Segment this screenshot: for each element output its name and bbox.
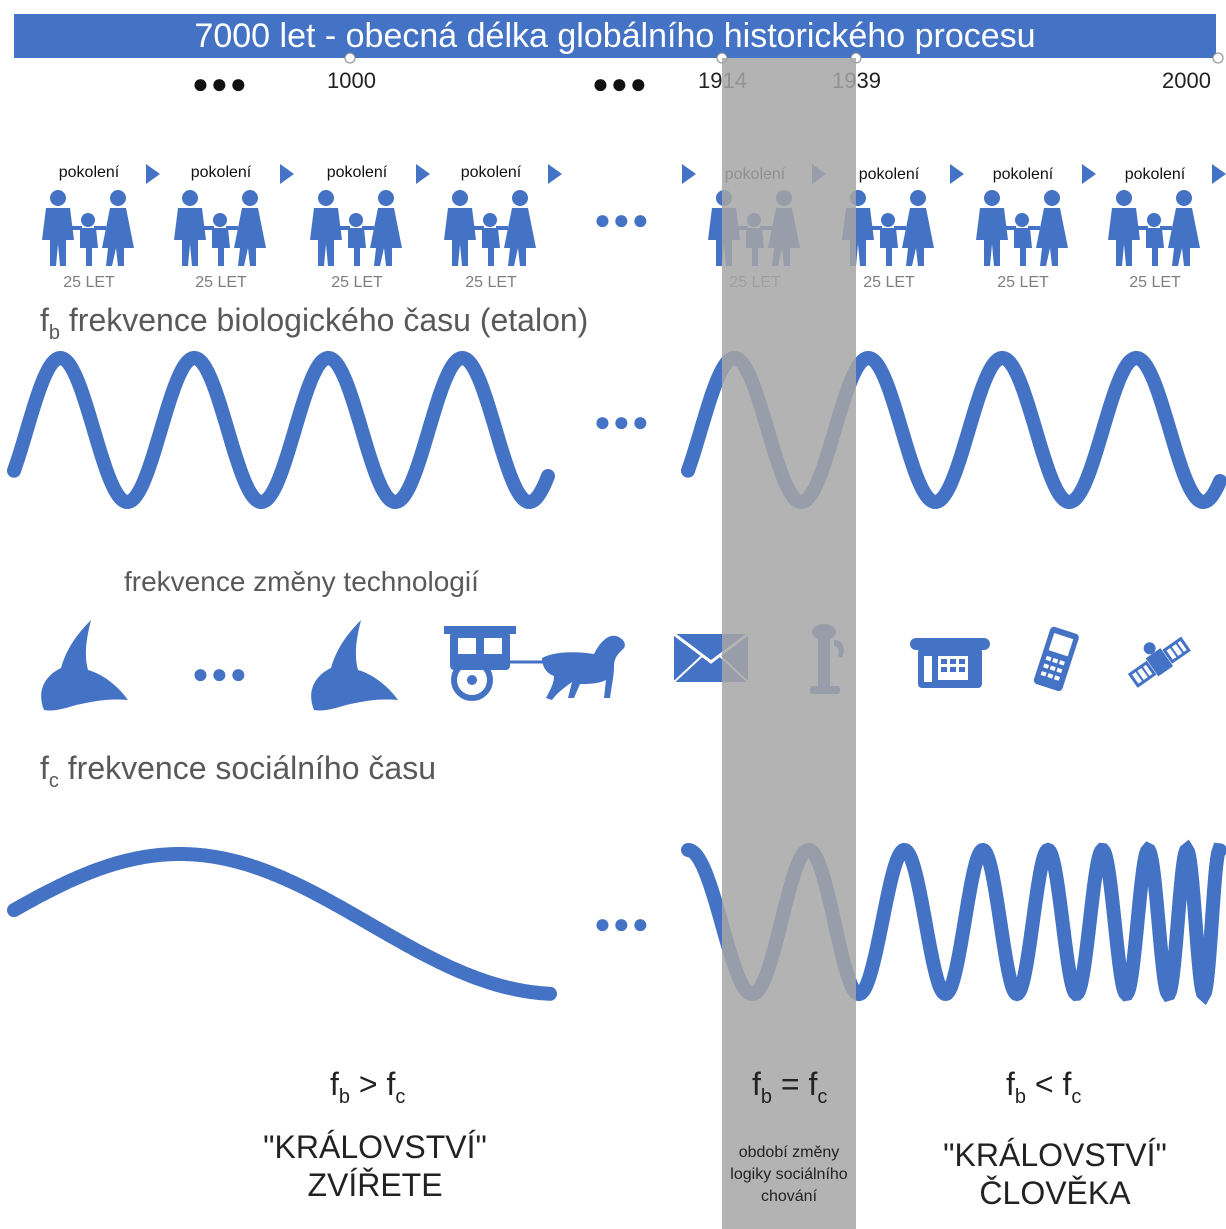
generation-label: pokolení (1124, 166, 1186, 183)
horse-icon (542, 635, 625, 700)
period-note: období změny logiky sociálního chování (730, 1144, 848, 1205)
technology-ellipsis: ●●● (192, 658, 249, 689)
family-icon (1108, 190, 1200, 266)
dove-icon (311, 620, 398, 711)
generation-label: pokolení (58, 164, 120, 181)
biological-title: frekvence biologického času (etalon) (68, 302, 589, 338)
arrow-right-icon (280, 164, 294, 184)
comparison-subscript: b (1014, 1086, 1027, 1108)
generation-label: pokolení (190, 164, 252, 181)
comparison-subscript: b (338, 1086, 351, 1108)
biological-wave-left (7, 350, 555, 510)
family-icon (42, 190, 134, 266)
generation-label: pokolení (858, 166, 920, 183)
biological-ellipsis: ●●● (594, 406, 651, 437)
title-bar: 7000 let - obecná délka globálního histo… (14, 14, 1216, 58)
comparison-symbol: f (330, 1066, 339, 1102)
desk-phone-icon (910, 638, 990, 688)
timeline-markers (344, 52, 1224, 64)
generation-years: 25 LET (331, 274, 383, 291)
comparison-subscript: c (817, 1086, 828, 1108)
timeline-node (344, 52, 356, 64)
human-kingdom-line2: ČLOVĚKA (979, 1175, 1131, 1211)
social-frequency-title: fc frekvence sociálního času (40, 750, 436, 793)
generations-ellipsis: ●●● (594, 204, 651, 235)
arrow-right-icon (1212, 164, 1226, 184)
generation-years: 25 LET (63, 274, 115, 291)
animal-kingdom-label: "KRÁLOVSTVÍ" ZVÍŘETE (240, 1128, 510, 1204)
generation-years: 25 LET (863, 274, 915, 291)
comparison-middle: fb = fc (752, 1066, 827, 1109)
human-kingdom-label: "KRÁLOVSTVÍ" ČLOVĚKA (920, 1136, 1190, 1212)
biological-symbol: f (40, 302, 49, 338)
timeline-node (1212, 52, 1224, 64)
generation-years: 25 LET (465, 274, 517, 291)
comparison-operator: = (772, 1066, 809, 1102)
generation-years: 25 LET (997, 274, 1049, 291)
comparison-operator: < (1026, 1066, 1063, 1102)
comparison-symbol: f (1062, 1066, 1072, 1102)
biological-frequency-title: fb frekvence biologického času (etalon) (40, 302, 588, 345)
generation-label: pokolení (326, 164, 388, 181)
generation-years: 25 LET (1129, 274, 1181, 291)
social-title: frekvence sociálního času (67, 750, 436, 786)
arrow-right-icon (1082, 164, 1096, 184)
comparison-left: fb > fc (330, 1066, 405, 1109)
social-ellipsis: ●●● (594, 908, 651, 939)
social-subscript: c (48, 770, 59, 792)
dove-icon (41, 620, 128, 711)
arrow-right-icon (682, 164, 696, 184)
comparison-symbol: f (752, 1066, 761, 1102)
animal-kingdom-line1: "KRÁLOVSTVÍ" (263, 1129, 487, 1165)
comparison-right: fb < fc (1006, 1066, 1081, 1109)
animal-kingdom-line2: ZVÍŘETE (307, 1167, 443, 1203)
comparison-subscript: c (1071, 1086, 1082, 1108)
comparison-symbol: f (386, 1066, 396, 1102)
human-kingdom-line1: "KRÁLOVSTVÍ" (943, 1137, 1167, 1173)
page-title: 7000 let - obecná délka globálního histo… (194, 17, 1036, 55)
arrow-right-icon (548, 164, 562, 184)
satellite-icon (1127, 636, 1191, 688)
comparison-operator: > (350, 1066, 387, 1102)
generation-years: 25 LET (195, 274, 247, 291)
mobile-phone-icon (1033, 626, 1079, 692)
year-label: 2000 (1162, 68, 1211, 93)
comparison-symbol: f (808, 1066, 818, 1102)
family-icon (310, 190, 402, 266)
generation-label: pokolení (460, 164, 522, 181)
social-symbol: f (40, 750, 49, 786)
arrow-right-icon (950, 164, 964, 184)
generation-label: pokolení (992, 166, 1054, 183)
family-icon (444, 190, 536, 266)
year-label: 1000 (327, 68, 376, 93)
comparison-subscript: c (395, 1086, 406, 1108)
transition-period-band (722, 58, 856, 1229)
comparison-subscript: b (760, 1086, 773, 1108)
family-icon (976, 190, 1068, 266)
comparison-symbol: f (1006, 1066, 1015, 1102)
social-wave-left (7, 847, 557, 1001)
timeline-ellipsis: ●●● (192, 68, 249, 99)
arrow-right-icon (146, 164, 160, 184)
family-icon (174, 190, 266, 266)
timeline-ellipsis: ●●● (592, 68, 649, 99)
technology-icons (41, 620, 1191, 711)
biological-subscript: b (48, 322, 61, 344)
arrow-right-icon (416, 164, 430, 184)
technology-title: frekvence změny technologií (124, 566, 479, 597)
carriage-icon (444, 626, 544, 701)
